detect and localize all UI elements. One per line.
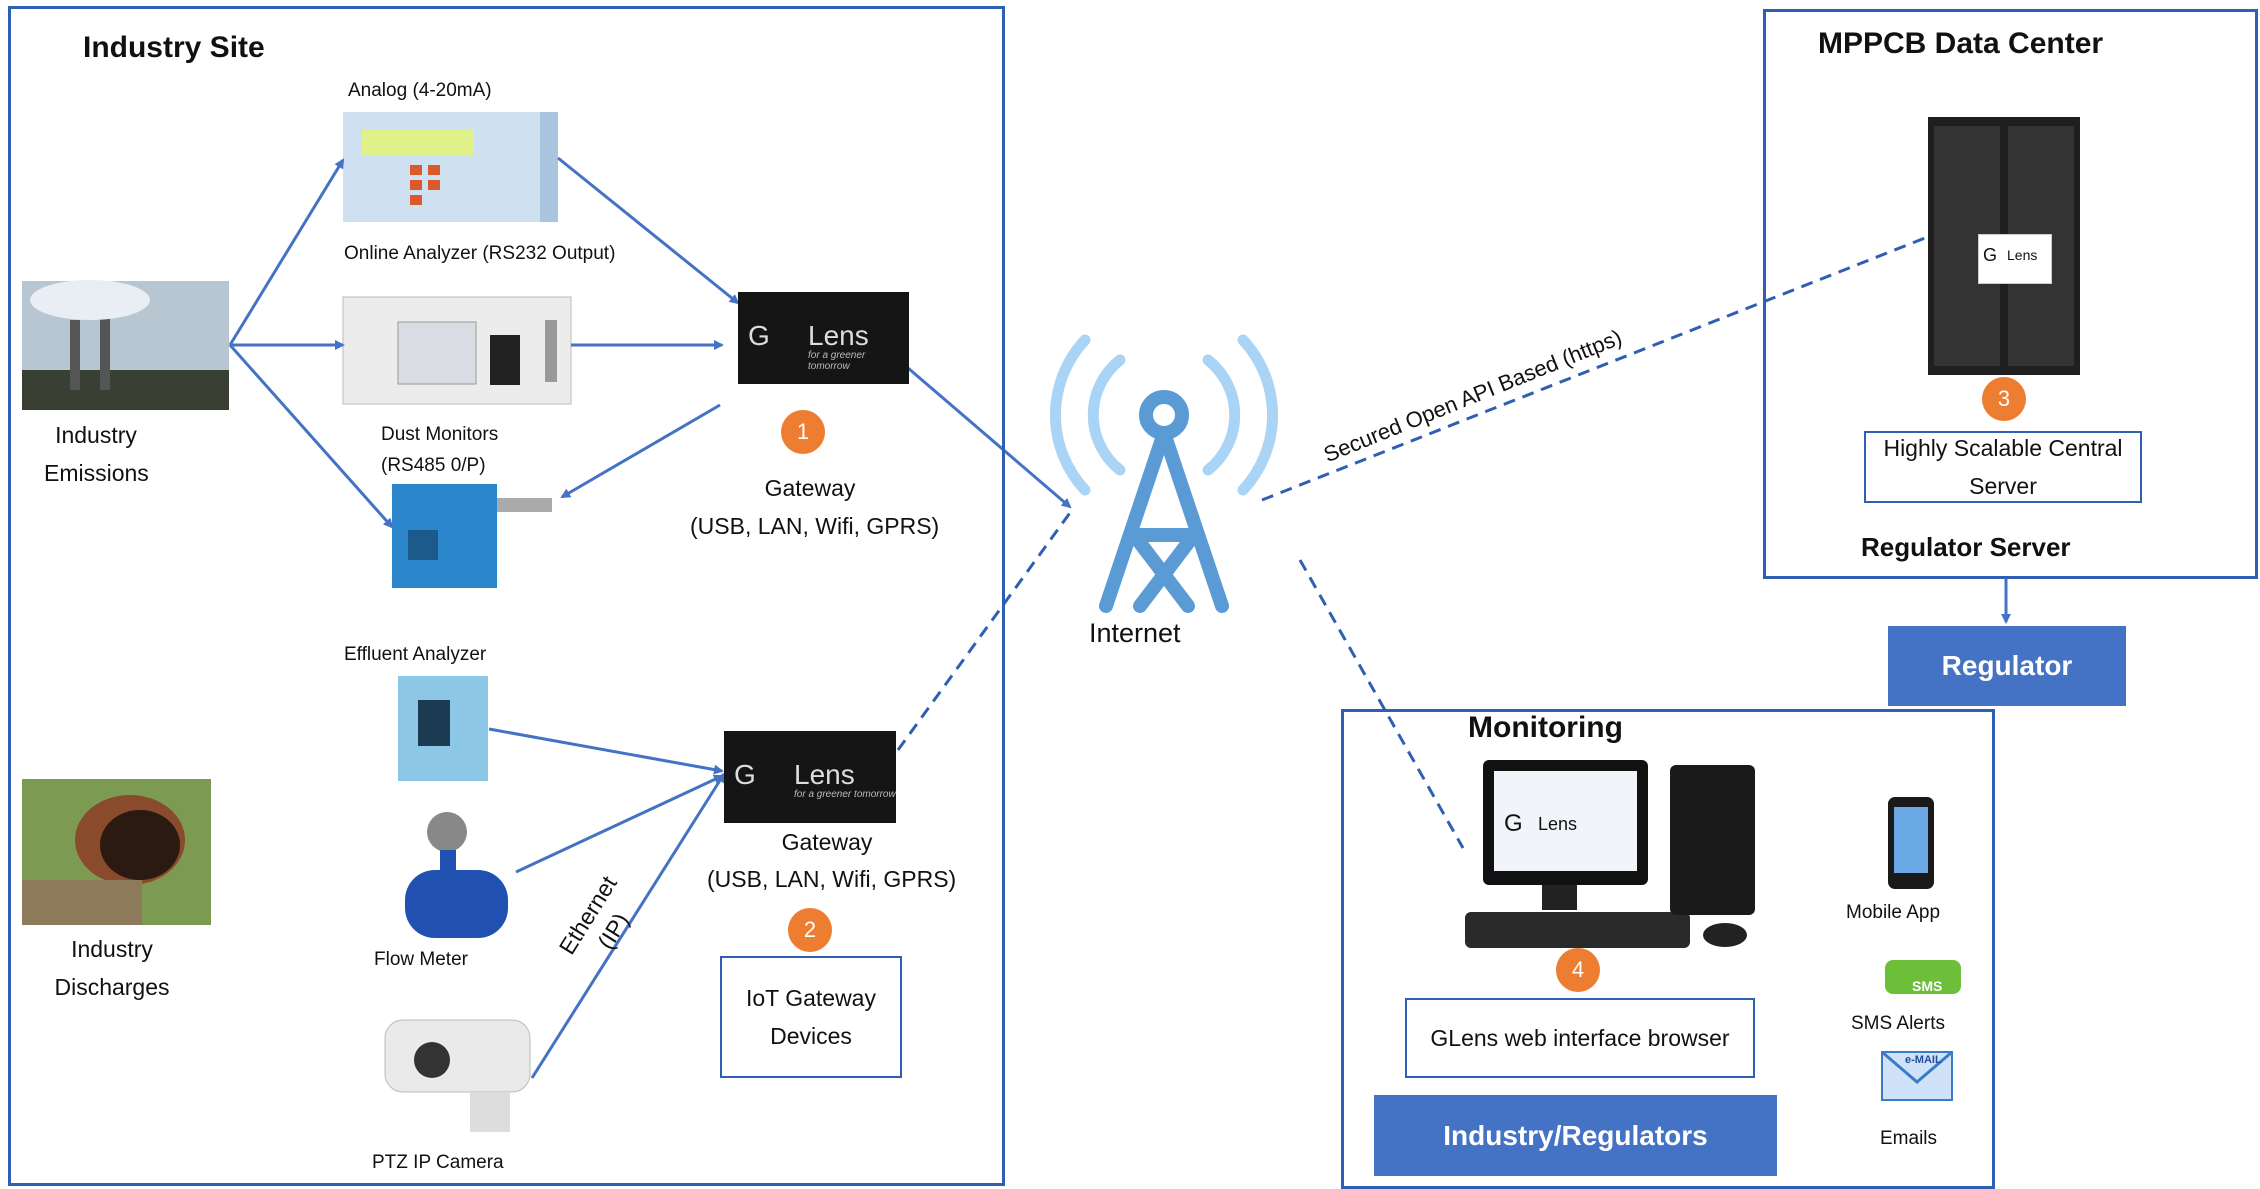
desktop-computer-device — [1465, 760, 1755, 948]
server-line2: Server — [1969, 473, 2037, 499]
glens-lens: Lens — [794, 759, 855, 790]
glens-lens: Lens — [808, 320, 869, 351]
regulator-button[interactable]: Regulator — [1888, 626, 2126, 706]
dust-monitors-label: Dust Monitors — [381, 424, 499, 445]
data-center-title: MPPCB Data Center — [1818, 27, 2104, 60]
gateway1-connectivity: (USB, LAN, Wifi, GPRS) — [690, 513, 940, 539]
monitoring-badge: 4 — [1556, 948, 1600, 992]
ptz-camera-device — [384, 1019, 531, 1132]
effluent-analyzer-device — [398, 676, 488, 781]
server-line1: Highly Scalable Central — [1883, 435, 2123, 461]
sms-alerts-label: SMS Alerts — [1851, 1013, 1945, 1034]
iot-line2: Devices — [770, 1023, 852, 1049]
gateway1-label: Gateway — [764, 475, 856, 501]
discharges-label: Industry Discharges — [50, 930, 174, 1006]
browser-box: GLens web interface browser — [1405, 998, 1755, 1078]
glens-g: G — [1983, 245, 1998, 265]
emissions-label: Industry Emissions — [44, 416, 149, 492]
glens-tagline: for a greener tomorrow — [794, 789, 896, 800]
internet-tower-icon — [1050, 334, 1278, 613]
iot-line1: IoT Gateway — [746, 985, 876, 1011]
glens-g: G — [734, 759, 756, 790]
glens-lens: Lens — [2007, 247, 2038, 263]
gateway1-badge: 1 — [781, 410, 825, 454]
sms-icon-text: SMS — [1912, 978, 1943, 994]
gateway2-connectivity: (USB, LAN, Wifi, GPRS) — [707, 866, 957, 892]
ptz-camera-label: PTZ IP Camera — [372, 1152, 504, 1173]
monitor-glens-logo: G Lens — [1500, 800, 1600, 850]
sms-icon — [1885, 960, 1961, 994]
glens-g: G — [748, 320, 770, 351]
effluent-analyzer-label: Effluent Analyzer — [344, 644, 487, 665]
glens-g: G — [1504, 810, 1523, 837]
emissions-line1: Industry — [55, 422, 137, 448]
emissions-line2: Emissions — [44, 460, 149, 486]
glens-tagline: for a greener tomorrow — [808, 350, 866, 372]
discharges-line1: Industry — [71, 936, 153, 962]
analog-label: Analog (4-20mA) — [348, 80, 492, 101]
blue-dust-monitor-device — [392, 484, 552, 588]
internet-label: Internet — [1089, 618, 1181, 648]
monitoring-title: Monitoring — [1468, 711, 1623, 744]
data-center-frame — [1763, 9, 2258, 579]
server-badge: 3 — [1982, 377, 2026, 421]
site-arrows — [228, 156, 740, 1079]
dust-monitors-protocol: (RS485 0/P) — [381, 455, 486, 476]
dust-monitor-rack-device — [342, 296, 572, 405]
email-icon-text: e-MAIL — [1905, 1054, 1942, 1066]
email-icon — [1881, 1050, 1953, 1101]
dashed-links — [896, 234, 1931, 849]
gateway1-to-internet-arrow — [907, 366, 1072, 509]
gateway1-glens-device: G Lens for a greener tomorrow — [738, 292, 909, 384]
server-glens-logo: G Lens — [1978, 234, 2052, 284]
gateway2-glens-device: G Lens for a greener tomorrow — [724, 731, 896, 823]
iot-gateway-devices-box: IoT Gateway Devices — [720, 956, 902, 1078]
industry-emissions-photo — [22, 280, 229, 410]
online-analyzer-device — [343, 112, 558, 222]
flow-meter-device — [405, 812, 508, 938]
industry-discharges-photo — [22, 779, 211, 925]
gateway2-badge: 2 — [788, 908, 832, 952]
mobile-app-label: Mobile App — [1846, 902, 1941, 923]
gateway2-label: Gateway — [781, 829, 873, 855]
flow-meter-label: Flow Meter — [374, 949, 468, 970]
glens-lens: Lens — [1538, 814, 1578, 834]
industry-regulators-button[interactable]: Industry/Regulators — [1374, 1095, 1777, 1176]
online-analyzer-label: Online Analyzer (RS232 Output) — [344, 243, 616, 264]
regulator-server-label: Regulator Server — [1861, 532, 2071, 562]
industry-site-title: Industry Site — [83, 31, 265, 64]
discharges-line2: Discharges — [54, 974, 170, 1000]
central-server-box: Highly Scalable Central Server — [1864, 431, 2142, 503]
mobile-phone-icon — [1888, 797, 1934, 889]
emails-label: Emails — [1880, 1128, 1938, 1149]
